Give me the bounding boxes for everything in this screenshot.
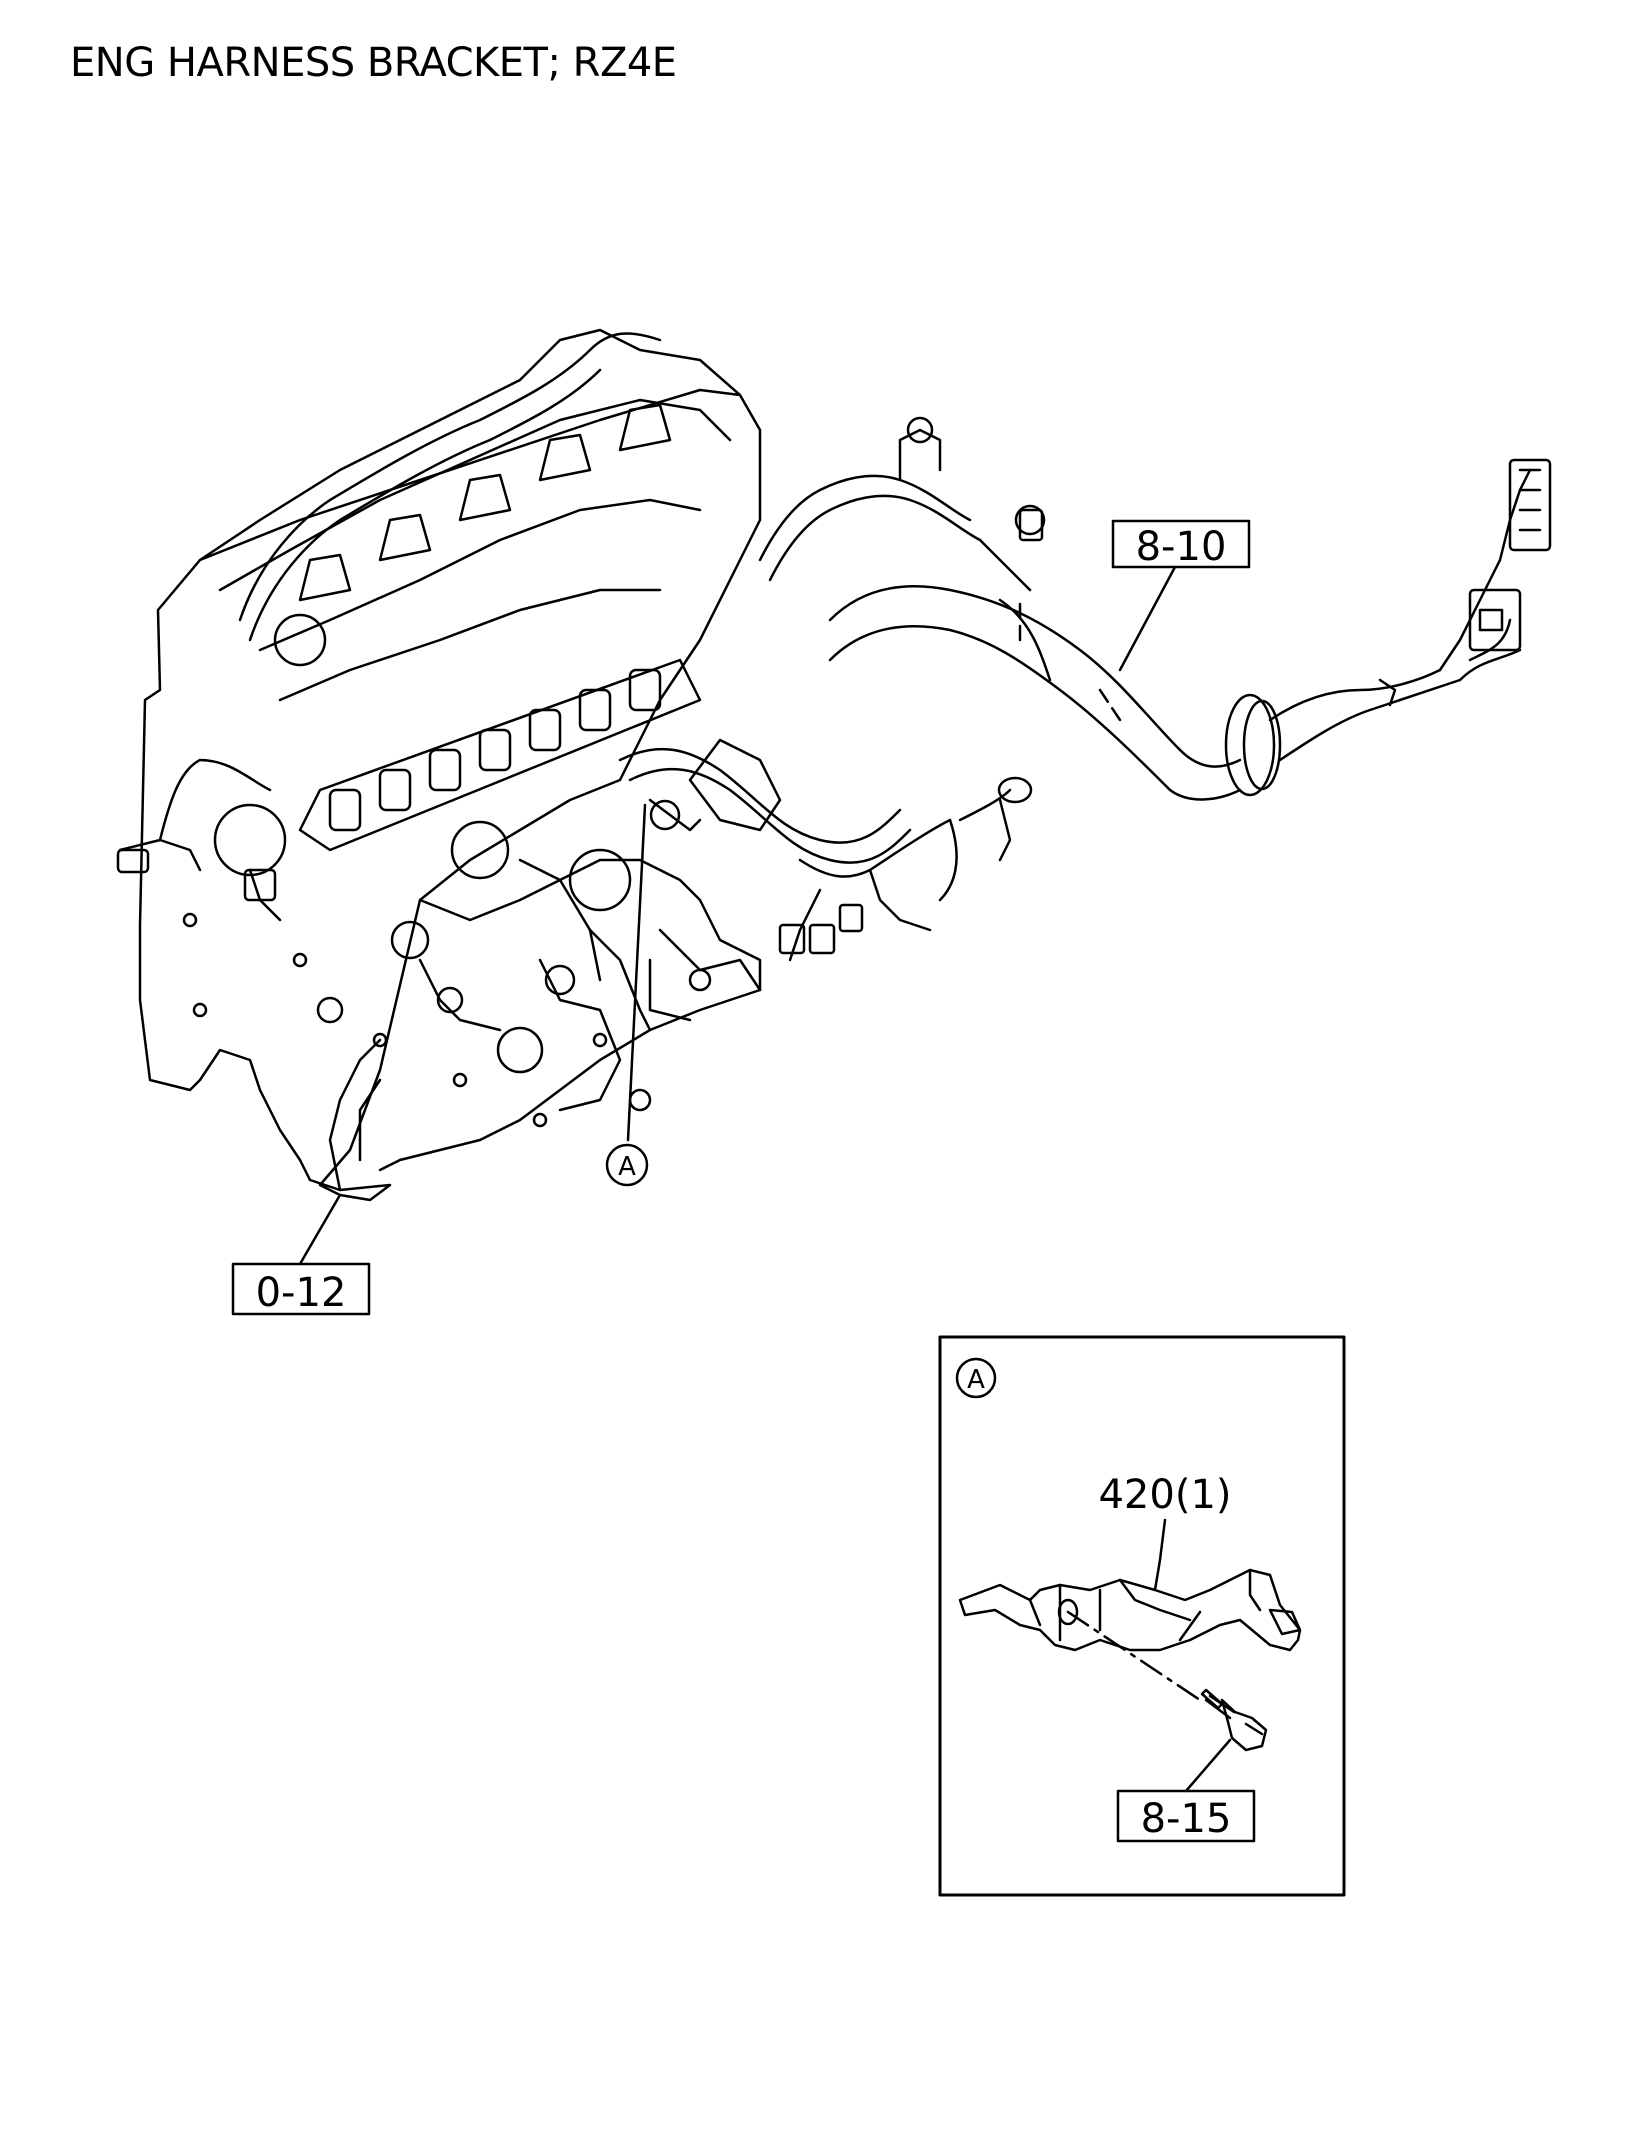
engine-ref-label: 0-12 (256, 1270, 347, 1316)
view-marker-label: A (618, 1152, 636, 1182)
detail-view-a-frame: A (938, 1335, 1346, 1897)
bolt-axis-line (1066, 1610, 1202, 1702)
harness-ref-label: 8-10 (1136, 524, 1227, 570)
callout-0-12: 0-12 (231, 1193, 371, 1316)
view-marker-a: A (605, 803, 649, 1187)
bolt-ref-label: 8-15 (1141, 1796, 1232, 1842)
engine-harness-drawing (828, 458, 1552, 801)
callout-8-15: 8-15 (1116, 1738, 1256, 1843)
engine-assembly-drawing (116, 328, 1052, 1202)
bracket-ref-label: 420(1) (1098, 1472, 1231, 1518)
harness-bracket-drawing (958, 1568, 1302, 1652)
detail-view-label: A (967, 1365, 985, 1395)
callout-420-1: 420(1) (1098, 1472, 1232, 1592)
bolt-drawing (1200, 1688, 1268, 1752)
page-title: ENG HARNESS BRACKET; RZ4E (70, 40, 677, 86)
callout-8-10: 8-10 (1111, 519, 1251, 672)
